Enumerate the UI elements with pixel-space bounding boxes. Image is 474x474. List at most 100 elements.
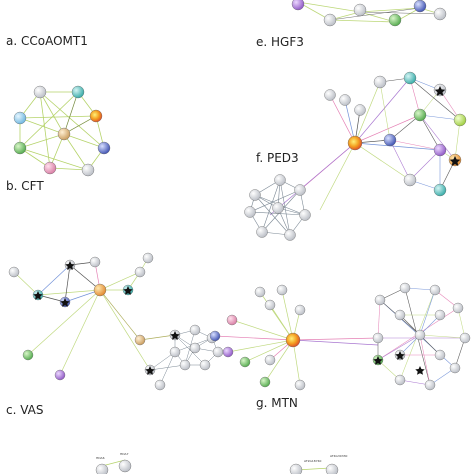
node xyxy=(372,332,384,344)
node xyxy=(373,75,387,89)
star-marker xyxy=(123,286,133,295)
node xyxy=(95,463,109,474)
hub-node xyxy=(347,135,363,151)
node xyxy=(433,183,447,197)
node xyxy=(169,346,181,358)
star-marker xyxy=(415,366,425,375)
node xyxy=(284,229,296,241)
node xyxy=(189,342,201,354)
node xyxy=(13,111,27,125)
node xyxy=(118,459,132,473)
node-label: AT2G18740 xyxy=(304,459,322,463)
node xyxy=(22,349,34,361)
node xyxy=(81,163,95,177)
node xyxy=(212,346,224,358)
node xyxy=(324,89,336,101)
node xyxy=(244,206,256,218)
node xyxy=(299,209,311,221)
node xyxy=(339,94,351,106)
node xyxy=(57,127,71,141)
node xyxy=(142,252,154,264)
node xyxy=(424,379,436,391)
node xyxy=(71,85,85,99)
node xyxy=(354,104,366,116)
node xyxy=(264,354,276,366)
node xyxy=(274,174,286,186)
node xyxy=(449,362,461,374)
star-marker xyxy=(434,86,446,96)
panel-label-g: g. MTN xyxy=(256,396,298,410)
node xyxy=(413,108,427,122)
node xyxy=(199,359,211,371)
node xyxy=(222,346,234,358)
star-marker xyxy=(395,351,405,360)
node xyxy=(264,299,276,311)
node xyxy=(54,369,66,381)
node xyxy=(259,376,271,388)
network-bottom-left: HDA6 HDA7 xyxy=(95,452,132,474)
panel-label-e: e. HGF3 xyxy=(256,35,304,49)
node xyxy=(323,13,337,27)
node-label: AT4G30330 xyxy=(330,454,348,458)
node xyxy=(453,113,467,127)
node xyxy=(33,85,47,99)
node xyxy=(294,379,306,391)
node xyxy=(294,184,306,196)
node xyxy=(289,463,303,474)
node xyxy=(374,294,386,306)
node xyxy=(383,133,397,147)
star-marker xyxy=(60,298,70,307)
node xyxy=(256,226,268,238)
node xyxy=(8,266,20,278)
node xyxy=(459,332,471,344)
node xyxy=(413,0,427,13)
node xyxy=(353,3,367,17)
node xyxy=(388,13,402,27)
star-marker xyxy=(170,331,180,340)
panel-label-f: f. PED3 xyxy=(256,151,299,165)
hub-node xyxy=(285,332,301,348)
network-bottom-right: AT2G18740 AT4G30330 xyxy=(289,454,348,474)
node xyxy=(226,314,238,326)
node xyxy=(189,324,201,336)
node xyxy=(13,141,27,155)
node xyxy=(209,330,221,342)
node xyxy=(239,356,251,368)
network-g xyxy=(209,282,471,391)
star-marker xyxy=(65,261,75,270)
network-f xyxy=(244,71,467,241)
node xyxy=(134,334,146,346)
node xyxy=(403,173,417,187)
star-marker xyxy=(33,291,43,300)
node xyxy=(276,284,288,296)
node xyxy=(154,379,166,391)
network-c xyxy=(8,252,224,391)
node xyxy=(294,304,306,316)
node xyxy=(89,109,103,123)
panel-label-b: b. CFT xyxy=(6,179,44,193)
node xyxy=(452,302,464,314)
node xyxy=(414,329,426,341)
node xyxy=(429,284,441,296)
node xyxy=(134,266,146,278)
node xyxy=(179,359,191,371)
node xyxy=(97,141,111,155)
node xyxy=(434,309,446,321)
node xyxy=(272,202,284,214)
star-marker xyxy=(449,156,461,166)
network-e xyxy=(291,0,447,27)
node-label: HDA7 xyxy=(120,452,129,456)
node xyxy=(43,161,57,175)
node xyxy=(325,463,339,474)
hub-node xyxy=(93,283,107,297)
panel-label-a: a. CCoAOMT1 xyxy=(6,34,88,48)
node xyxy=(89,256,101,268)
node xyxy=(291,0,305,11)
panel-label-c: c. VAS xyxy=(6,403,44,417)
star-marker xyxy=(373,356,383,365)
node xyxy=(399,282,411,294)
node xyxy=(394,309,406,321)
node xyxy=(249,189,261,201)
star-marker xyxy=(145,366,155,375)
